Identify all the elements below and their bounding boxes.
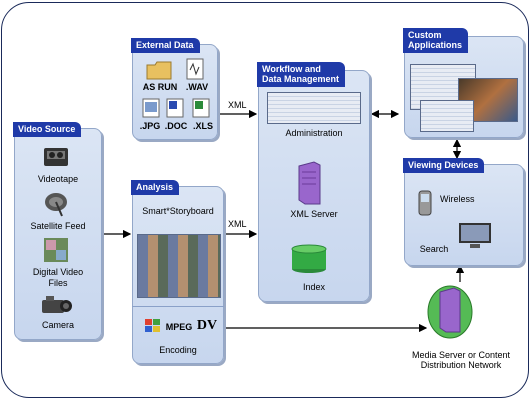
search-label: Search xyxy=(419,244,449,254)
mobile-phone-icon xyxy=(418,190,432,216)
digital-video-label: Digital Video xyxy=(32,267,84,277)
media-server-line1: Media Server or Content xyxy=(411,350,511,360)
jpg-file-icon xyxy=(142,98,160,118)
xls-label: .XLS xyxy=(192,121,213,131)
digital-files-icon xyxy=(44,238,68,262)
custom-app-screenshot-3 xyxy=(420,100,474,132)
as-run-label: AS RUN xyxy=(142,82,178,92)
videotape-icon xyxy=(44,148,68,166)
custom-title-line1: Custom xyxy=(408,30,442,40)
doc-file-icon xyxy=(166,98,184,118)
satellite-dish-icon xyxy=(45,193,67,217)
external-data-panel: External Data xyxy=(131,38,218,140)
videotape-label: Videotape xyxy=(37,174,79,184)
external-data-title: External Data xyxy=(131,38,200,53)
analysis-title: Analysis xyxy=(131,180,180,195)
camera-label: Camera xyxy=(41,320,74,330)
administration-screenshot xyxy=(267,92,361,124)
custom-title-line2: Applications xyxy=(408,40,463,50)
files-label: Files xyxy=(48,278,68,288)
jpg-label: .JPG xyxy=(139,121,161,131)
wav-file-icon xyxy=(186,58,204,80)
analysis-divider xyxy=(132,306,224,307)
index-label: Index xyxy=(302,282,326,292)
dv-logo: DV xyxy=(196,318,218,333)
xls-file-icon xyxy=(192,98,210,118)
mpeg-label: MPEG xyxy=(165,322,193,332)
media-server-line2: Distribution Network xyxy=(420,360,502,370)
custom-applications-title: Custom Applications xyxy=(403,28,469,53)
viewing-devices-panel: Viewing Devices xyxy=(403,158,524,266)
administration-label: Administration xyxy=(285,128,343,138)
wireless-label: Wireless xyxy=(440,194,475,204)
xml-label-bottom: XML xyxy=(228,219,247,229)
folder-icon xyxy=(146,61,172,80)
xml-label-top: XML xyxy=(228,100,247,110)
encoding-label: Encoding xyxy=(159,345,197,355)
monitor-icon xyxy=(459,223,491,248)
server-icon xyxy=(298,161,321,205)
workflow-title-line1: Workflow and xyxy=(262,64,321,74)
wav-label: .WAV xyxy=(185,82,209,92)
doc-label: .DOC xyxy=(164,121,188,131)
storyboard-screenshot xyxy=(137,234,221,298)
satellite-feed-label: Satellite Feed xyxy=(30,221,86,231)
viewing-devices-title: Viewing Devices xyxy=(403,158,485,173)
media-server-globe-icon xyxy=(427,285,473,339)
database-icon xyxy=(291,244,327,273)
workflow-title: Workflow and Data Management xyxy=(257,62,346,87)
workflow-title-line2: Data Management xyxy=(262,74,340,84)
windows-media-icon xyxy=(145,319,160,332)
xml-server-label: XML Server xyxy=(290,209,338,219)
video-source-title: Video Source xyxy=(13,122,82,137)
storyboard-label: Smart*Storyboard xyxy=(142,206,214,216)
camera-icon xyxy=(42,296,72,313)
